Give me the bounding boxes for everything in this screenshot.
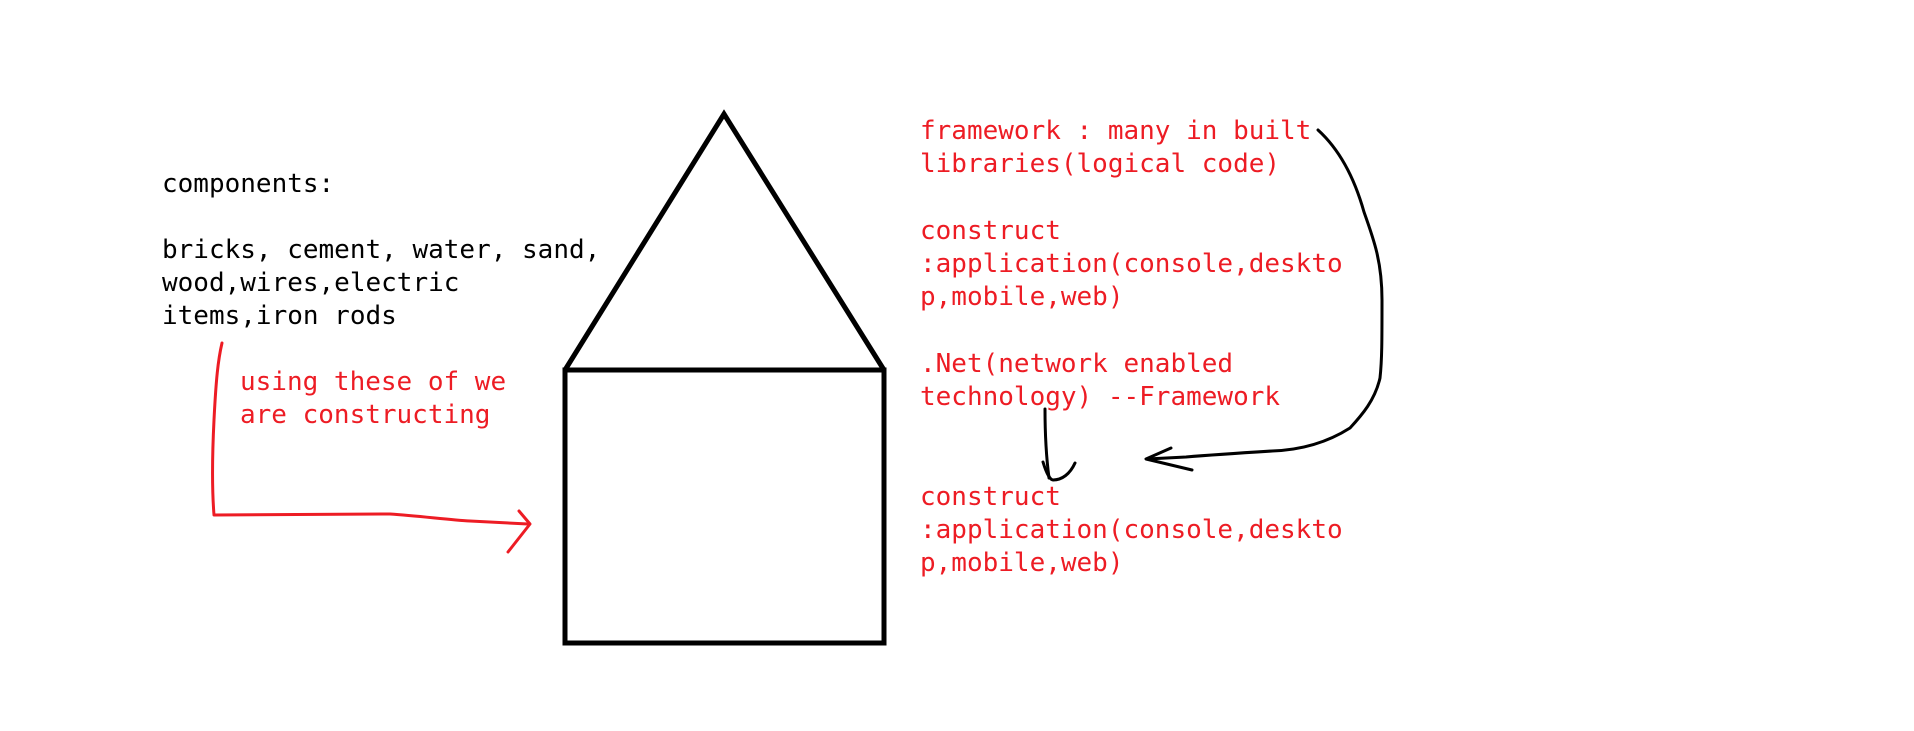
- black-curved-arrow: [1145, 128, 1384, 461]
- components-heading: components:: [162, 169, 335, 199]
- construct-1-line-1: construct: [920, 216, 1061, 246]
- black-arrow-down-head: [1041, 460, 1077, 482]
- dotnet-line-1: .Net(network enabled: [920, 349, 1234, 379]
- house-roof: [562, 109, 887, 372]
- black-arrow-down: [1043, 407, 1051, 480]
- red-arrow-head: [506, 509, 532, 554]
- arrow-note-line-2: are constructing: [240, 400, 491, 430]
- construct-2-line-1: construct: [920, 482, 1061, 512]
- framework-line-1: framework : many in built: [920, 116, 1312, 146]
- black-curved-arrow-head: [1144, 446, 1194, 472]
- construct-1-line-2: :application(console,deskto: [920, 249, 1343, 279]
- construct-2-line-2: :application(console,deskto: [920, 515, 1343, 545]
- construct-2-line-3: p,mobile,web): [920, 548, 1124, 578]
- components-items-line-3: items,iron rods: [162, 301, 397, 331]
- house-body: [562, 367, 887, 646]
- dotnet-line-2: technology) --Framework: [920, 382, 1281, 412]
- components-items-line-2: wood,wires,electric: [162, 268, 460, 298]
- red-arrow-to-house: [211, 341, 530, 526]
- construct-1-line-3: p,mobile,web): [920, 282, 1124, 312]
- framework-line-2: libraries(logical code): [920, 149, 1281, 179]
- components-items-line-1: bricks, cement, water, sand,: [162, 235, 601, 265]
- arrow-note-line-1: using these of we: [240, 367, 507, 397]
